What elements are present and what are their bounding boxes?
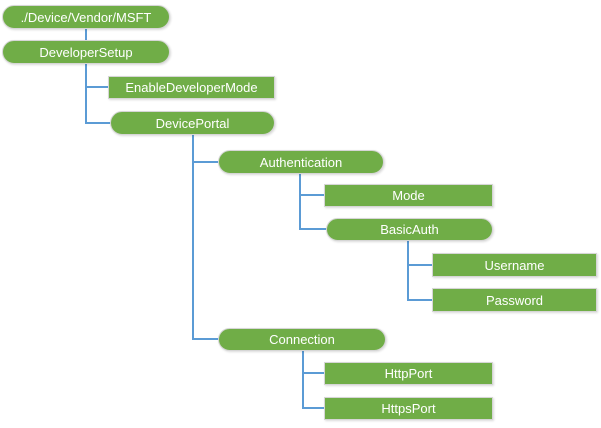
connector-line-horizontal (86, 122, 111, 124)
tree-node-authentication: Authentication (218, 150, 384, 174)
connector-line-horizontal (193, 161, 219, 163)
tree-node-developer-setup: DeveloperSetup (2, 40, 170, 64)
connector-line-vertical (192, 135, 194, 340)
tree-node-root: ./Device/Vendor/MSFT (2, 5, 170, 29)
tree-node-connection: Connection (218, 328, 386, 351)
connector-line-horizontal (408, 264, 433, 266)
connector-line-horizontal (300, 228, 327, 230)
connector-line-horizontal (408, 299, 433, 301)
tree-node-password: Password (432, 288, 597, 312)
connector-line-horizontal (193, 338, 219, 340)
tree-node-http-port: HttpPort (324, 362, 493, 385)
connector-line-horizontal (303, 407, 325, 409)
tree-node-basic-auth: BasicAuth (326, 218, 493, 241)
tree-node-username: Username (432, 253, 597, 277)
connector-line-horizontal (300, 194, 325, 196)
tree-node-enable-developer-mode: EnableDeveloperMode (108, 76, 275, 99)
connector-line-vertical (299, 174, 301, 230)
tree-node-https-port: HttpsPort (324, 397, 493, 420)
connector-line-vertical (407, 241, 409, 301)
connector-line-vertical (85, 64, 87, 124)
tree-node-device-portal: DevicePortal (110, 111, 275, 135)
connector-line-horizontal (86, 86, 109, 88)
tree-node-mode: Mode (324, 184, 493, 207)
connector-line-vertical (302, 351, 304, 409)
connector-line-horizontal (303, 372, 325, 374)
connector-line-vertical (85, 29, 87, 41)
